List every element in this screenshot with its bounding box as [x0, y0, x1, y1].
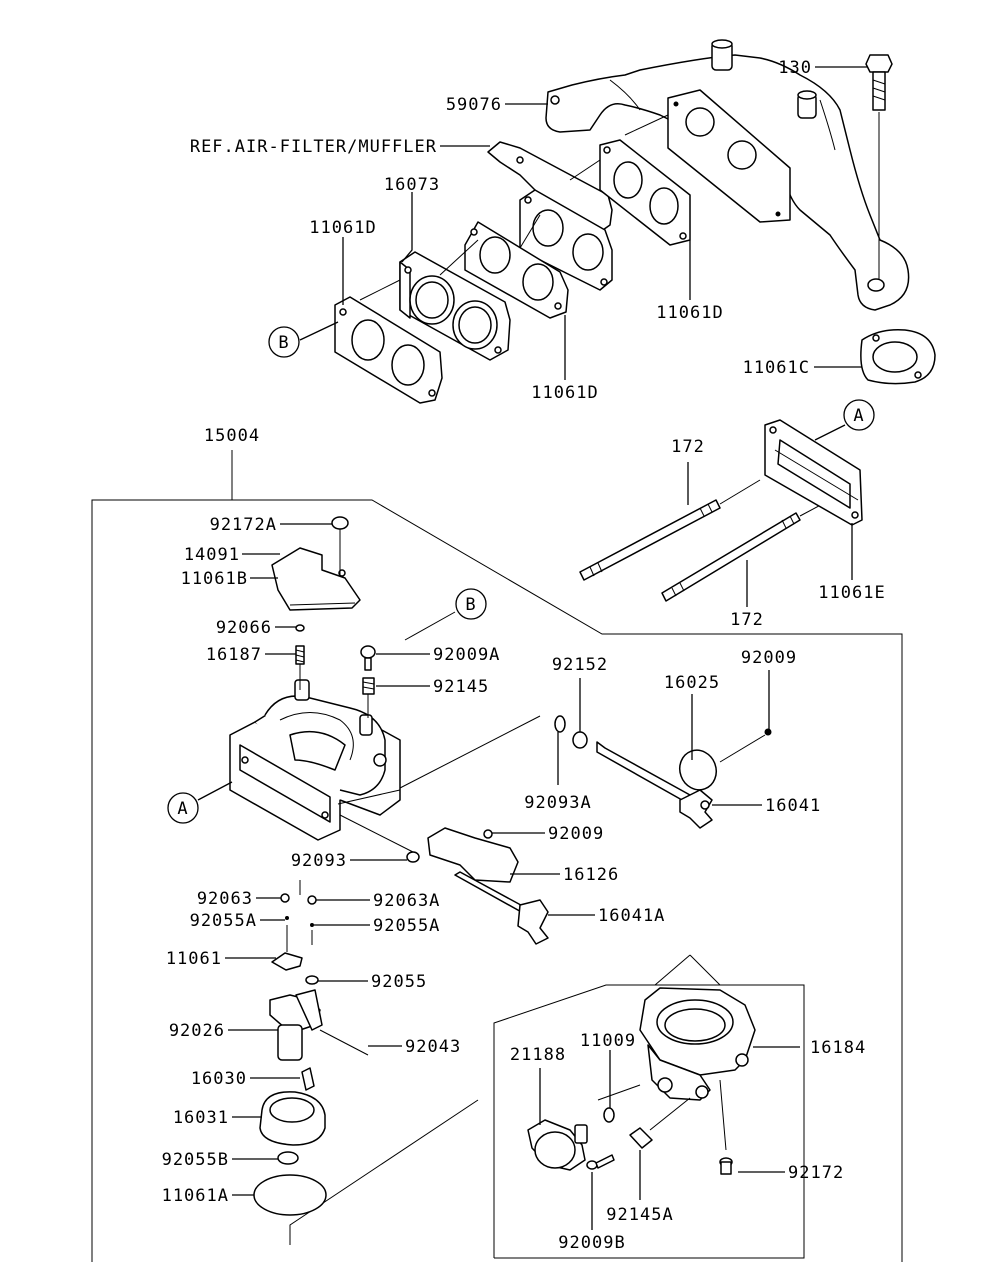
svg-text:A: A	[853, 406, 864, 426]
label-92009B: 92009B	[558, 1233, 625, 1253]
label-92063: 92063	[197, 889, 253, 909]
marker-a-mid: A	[167, 792, 199, 824]
screw-16187	[295, 645, 305, 690]
gasket-11061E	[764, 419, 863, 526]
label-16041: 16041	[765, 796, 821, 816]
label-16031: 16031	[173, 1108, 229, 1128]
spacer-plate	[519, 189, 613, 291]
label-92152: 92152	[552, 655, 608, 675]
label-92063A: 92063A	[373, 891, 440, 911]
label-92055A-right: 92055A	[373, 916, 440, 936]
spring-92145A	[629, 1097, 691, 1149]
svg-text:B: B	[278, 333, 289, 353]
insulator-16073	[399, 251, 511, 361]
studs-172	[579, 479, 831, 602]
intake-manifold	[545, 39, 910, 311]
label-92055A-left: 92055A	[190, 911, 257, 931]
label-11061A: 11061A	[162, 1186, 229, 1206]
carburetor-body	[229, 679, 401, 841]
throttle-body-16184	[639, 954, 756, 1151]
throttle-shaft	[339, 814, 549, 945]
label-92009-choke: 92009	[741, 648, 797, 668]
float-bowl-group	[253, 880, 369, 1216]
label-92093A: 92093A	[524, 793, 591, 813]
screw-92009B	[586, 1154, 615, 1170]
label-172-top: 172	[671, 437, 705, 457]
label-16073: 16073	[384, 175, 440, 195]
choke-shaft-16041	[399, 715, 772, 829]
label-92066: 92066	[216, 618, 272, 638]
label-92145: 92145	[433, 677, 489, 697]
gasket-11061D-upper	[599, 139, 691, 246]
label-11061D-bottom: 11061D	[531, 383, 598, 403]
gasket-11061D-lower	[334, 296, 443, 404]
marker-b-mid: B	[455, 588, 487, 620]
leader-inset	[597, 1084, 641, 1101]
label-16030: 16030	[191, 1069, 247, 1089]
label-11061B: 11061B	[181, 569, 248, 589]
label-15004: 15004	[204, 426, 260, 446]
assembly-frame	[91, 450, 903, 1262]
label-92043: 92043	[405, 1037, 461, 1057]
label-59076: 59076	[446, 95, 502, 115]
part-labels: 130 59076 REF.AIR-FILTER/MUFFLER 16073 1…	[162, 58, 885, 1253]
label-16184: 16184	[810, 1038, 866, 1058]
label-11009: 11009	[580, 1031, 636, 1051]
washer-11009	[603, 1107, 615, 1123]
label-92093: 92093	[291, 851, 347, 871]
screw-92009A	[360, 645, 376, 671]
marker-b-top: B	[268, 326, 300, 358]
marker-a-top: A	[843, 399, 875, 431]
label-92009A: 92009A	[433, 645, 500, 665]
label-92009-throttle: 92009	[548, 824, 604, 844]
label-11061D-right: 11061D	[656, 303, 723, 323]
plate-14091	[271, 547, 361, 611]
label-ref-air-filter-muffler: REF.AIR-FILTER/MUFFLER	[190, 137, 437, 157]
svg-text:B: B	[465, 595, 476, 615]
svg-text:A: A	[177, 799, 188, 819]
spring-92145	[362, 677, 375, 718]
label-11061D-left: 11061D	[309, 218, 376, 238]
label-92026: 92026	[169, 1021, 225, 1041]
label-92055: 92055	[371, 972, 427, 992]
leader-b	[404, 611, 456, 641]
leader-lines	[197, 66, 868, 1230]
label-92145A: 92145A	[606, 1205, 673, 1225]
label-14091: 14091	[184, 545, 240, 565]
label-16126: 16126	[563, 865, 619, 885]
screw-92172A	[331, 516, 349, 575]
solenoid-21188	[527, 1119, 588, 1171]
label-92172: 92172	[788, 1163, 844, 1183]
label-11061: 11061	[166, 949, 222, 969]
label-92172A: 92172A	[210, 515, 277, 535]
label-11061C: 11061C	[743, 358, 810, 378]
ref-plate	[487, 141, 613, 233]
part-92066	[295, 624, 305, 632]
label-92055B: 92055B	[162, 1150, 229, 1170]
label-130: 130	[778, 58, 812, 78]
bolt-130	[865, 54, 893, 280]
gasket-11061D-middle	[464, 221, 569, 319]
label-172-bottom: 172	[730, 610, 764, 630]
label-16187: 16187	[206, 645, 262, 665]
gasket-11061C	[860, 328, 936, 385]
top-leader-lines	[359, 114, 669, 301]
screw-92172	[719, 1157, 733, 1175]
label-16041A: 16041A	[598, 906, 665, 926]
label-21188: 21188	[510, 1045, 566, 1065]
label-11061E: 11061E	[818, 583, 885, 603]
label-16025: 16025	[664, 673, 720, 693]
